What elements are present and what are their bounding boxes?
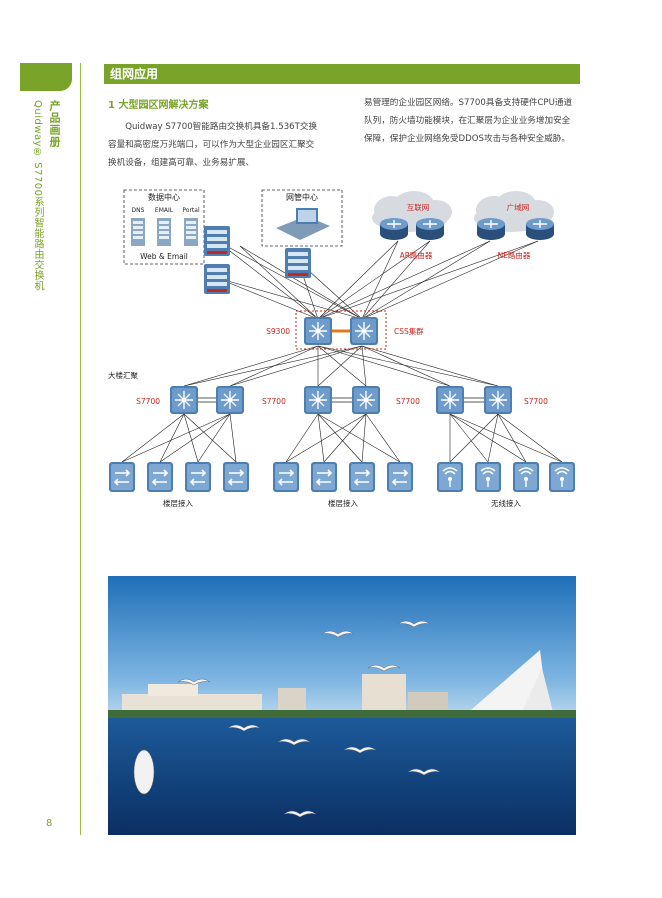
s9300-label: S9300 (266, 327, 290, 336)
s9300-core-2-icon (349, 316, 379, 346)
skyline (108, 650, 576, 718)
page-number: 8 (46, 818, 53, 829)
ar-router-label: AR路由器 (400, 250, 433, 260)
agg-pair-links (198, 397, 484, 403)
ar-router-1-icon (379, 217, 409, 241)
sidebar-tab (20, 63, 72, 91)
ne-router-label: NE路由器 (498, 250, 531, 260)
floor-switch-7-icon (348, 461, 376, 493)
seagulls (133, 620, 441, 818)
s7700-label-2: S7700 (262, 397, 286, 406)
paragraph-1: Quidway S7700智能路由交换机具备1.536T交换容量和高密度万兆端口… (108, 122, 318, 168)
floor-switch-6-icon (310, 461, 338, 493)
subheading: 1 大型园区网解决方案 (108, 100, 209, 111)
ar-router-2-icon (415, 217, 445, 241)
paragraph-2: 易管理的企业园区网络。S7700具备支持硬件CPU通道队列，防火墙功能模块，在汇… (364, 98, 573, 144)
datacenter-box (123, 189, 205, 265)
internet-label: 互联网 (407, 203, 430, 212)
wireless-ap-2-icon (474, 461, 502, 493)
building-agg-label: 大楼汇聚 (108, 370, 138, 380)
wireless-ap-4-icon (548, 461, 576, 493)
floor-switch-2-icon (146, 461, 174, 493)
floor-switch-8-icon (386, 461, 414, 493)
harbor-seagulls-photo (108, 576, 576, 835)
datacenter-label: 数据中心 (148, 192, 180, 202)
floor-switch-5-icon (272, 461, 300, 493)
s7700-3a-icon (435, 385, 465, 415)
ne-router-2-icon (525, 217, 555, 241)
css-label: CSS集群 (394, 326, 424, 336)
floor-switch-3-icon (184, 461, 212, 493)
nms-switch-icon (285, 248, 311, 278)
email-server-icon (157, 218, 171, 246)
s7700-label-3: S7700 (396, 397, 420, 406)
web-email-label: Web & Email (140, 252, 188, 261)
sidebar-text: 产品画册 Quidway® S7700系列智能路由交换机 (24, 100, 64, 480)
nms-label: 网管中心 (286, 192, 318, 202)
floor-switch-1-icon (108, 461, 136, 493)
network-diagram: 数据中心 DNS EMAIL Portal Web & Email 网管中心 互… (108, 189, 576, 508)
sidebar-rule (80, 63, 81, 835)
s7700-label-1: S7700 (136, 397, 160, 406)
dns-server-icon (131, 218, 145, 246)
s7700-1a-icon (169, 385, 199, 415)
nms-box (261, 189, 343, 247)
access-label-1: 楼层接入 (163, 498, 193, 508)
s7700-1b-icon (215, 385, 245, 415)
s7700-2a-icon (303, 385, 333, 415)
access-label-3: 无线接入 (491, 498, 521, 508)
network-links (121, 240, 563, 463)
s7700-3b-icon (483, 385, 513, 415)
sidebar-title: 产品画册 (48, 100, 61, 148)
portal-label: Portal (182, 207, 200, 214)
wireless-ap-3-icon (512, 461, 540, 493)
floor-switch-4-icon (222, 461, 250, 493)
access-label-2: 楼层接入 (328, 498, 358, 508)
server-switch-icon (204, 264, 230, 294)
nms-workstation-icon (276, 208, 330, 240)
sidebar-subtitle: Quidway® S7700系列智能路由交换机 (32, 100, 43, 292)
portal-server-icon (184, 218, 198, 246)
css-cluster-box (295, 310, 387, 350)
wireless-ap-1-icon (436, 461, 464, 493)
wan-label: 广域网 (507, 202, 530, 212)
s7700-label-4: S7700 (524, 397, 548, 406)
dns-label: DNS (132, 207, 145, 214)
datacenter-switch-icon (204, 226, 230, 256)
s7700-2b-icon (351, 385, 381, 415)
section-title: 组网应用 (104, 64, 580, 84)
email-label: EMAIL (155, 207, 174, 214)
ne-router-1-icon (476, 217, 506, 241)
s9300-core-1-icon (303, 316, 333, 346)
